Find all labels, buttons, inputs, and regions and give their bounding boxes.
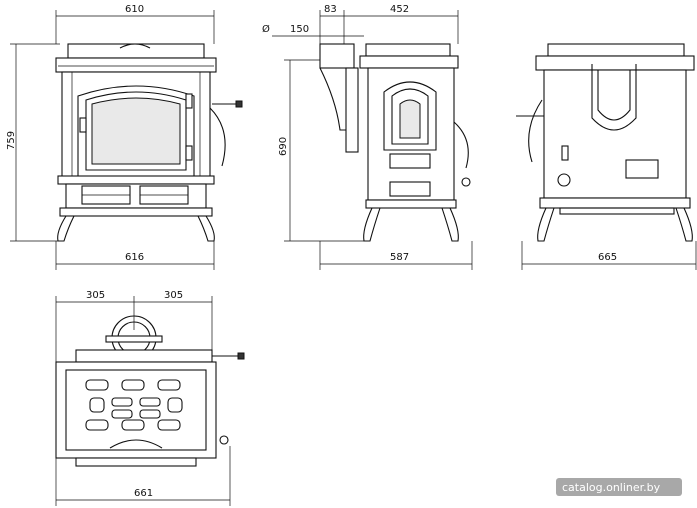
dim-side-flue-diameter: 150	[290, 24, 309, 35]
dim-side-bottom-depth: 587	[390, 252, 409, 263]
dim-front-height: 759	[6, 131, 17, 150]
dim-top-right-half: 305	[164, 290, 183, 301]
dim-diameter-symbol: Ø	[262, 23, 270, 35]
dim-top-bottom-width: 661	[134, 488, 153, 499]
dim-top-left-half: 305	[86, 290, 105, 301]
side-view: 83 452 Ø 150 690	[262, 4, 473, 270]
dim-side-flue-offset: 83	[324, 4, 337, 15]
dim-front-bottom-width: 616	[125, 252, 144, 263]
front-view: 610 759	[6, 4, 243, 270]
back-view: 665	[516, 43, 697, 270]
dim-front-top-width: 610	[125, 4, 144, 15]
dim-side-top-depth: 452	[390, 4, 409, 15]
dim-side-height: 690	[278, 137, 289, 156]
top-view: 305 305 661	[55, 290, 245, 506]
dim-back-bottom-width: 665	[598, 252, 617, 263]
watermark: catalog.onliner.by	[556, 478, 682, 496]
watermark-text: catalog.onliner.by	[562, 481, 661, 494]
